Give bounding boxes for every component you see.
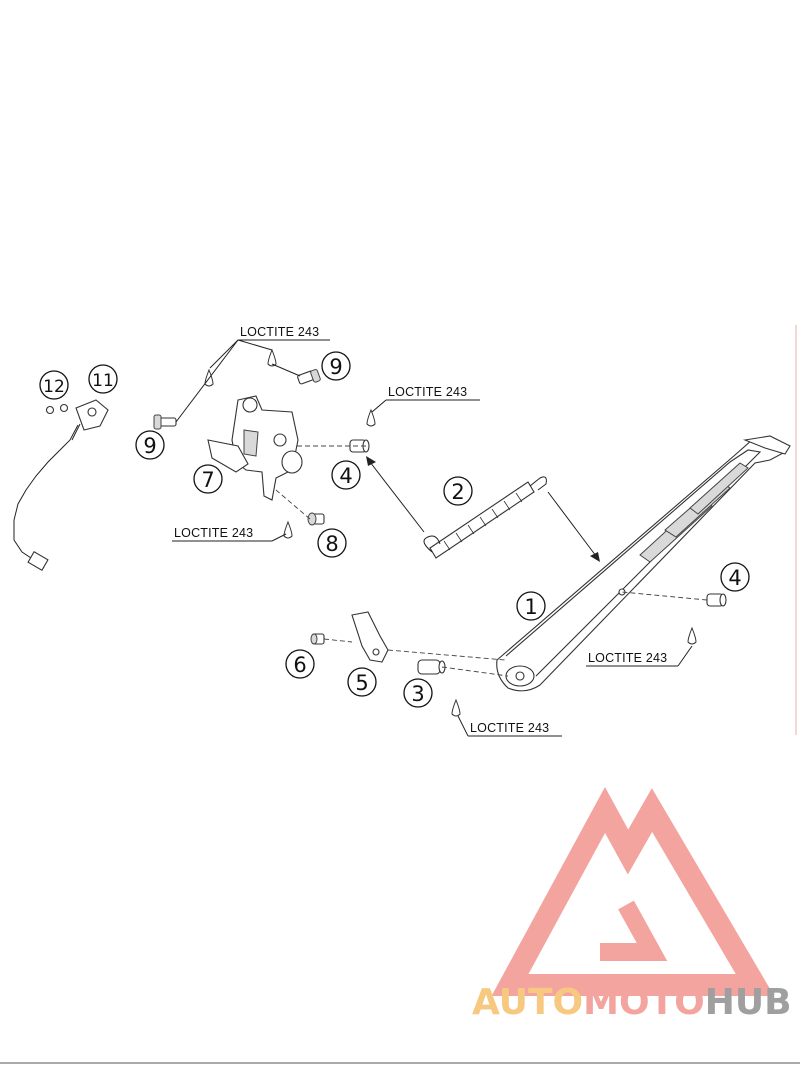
bolt-6: [310, 633, 325, 645]
callout-2: 2: [443, 476, 473, 506]
svg-text:9: 9: [143, 434, 156, 458]
drop-icon: [687, 626, 697, 645]
callout-5: 5: [347, 667, 377, 697]
callout-7: 7: [193, 464, 223, 494]
svg-text:12: 12: [43, 377, 65, 397]
bolt-9-top: [297, 369, 321, 385]
loctite-note-bottom: LOCTITE 243: [470, 721, 549, 735]
loctite-note-mid: LOCTITE 243: [388, 385, 467, 399]
bolt-9-left: [153, 414, 177, 430]
callout-6: 6: [285, 649, 315, 679]
bracket: [207, 395, 303, 501]
loctite-note-right: LOCTITE 243: [588, 651, 667, 665]
svg-text:7: 7: [201, 468, 214, 492]
spring: [423, 476, 547, 559]
drop-icon: [267, 348, 277, 367]
svg-text:4: 4: [339, 464, 352, 488]
callout-4-right: 4: [720, 562, 750, 592]
bushing-4-right: [706, 593, 727, 607]
svg-text:9: 9: [329, 355, 342, 379]
svg-text:2: 2: [451, 480, 464, 504]
callout-8: 8: [317, 528, 347, 558]
drop-icon: [451, 698, 461, 717]
drop-icon: [283, 520, 293, 539]
callout-9-top: 9: [321, 351, 351, 381]
loctite-note-top: LOCTITE 243: [240, 325, 319, 339]
logo-inner-icon: [600, 900, 668, 961]
callout-1: 1: [516, 591, 546, 621]
svg-text:6: 6: [293, 653, 306, 677]
callout-4-top: 4: [331, 460, 361, 490]
svg-text:3: 3: [411, 682, 424, 706]
side-stand: [496, 435, 791, 692]
logo-triangle-icon: [491, 787, 775, 996]
svg-text:8: 8: [325, 532, 338, 556]
bolt-3: [417, 659, 446, 675]
callout-9-left: 9: [135, 430, 165, 460]
bolt-8: [307, 512, 325, 526]
svg-text:5: 5: [355, 671, 368, 695]
callout-12: 12: [39, 370, 69, 400]
svg-text:1: 1: [524, 595, 537, 619]
callout-3: 3: [403, 678, 433, 708]
svg-text:11: 11: [92, 371, 114, 391]
drop-icon: [366, 408, 376, 427]
leader-lines: [172, 339, 708, 737]
svg-text:4: 4: [728, 566, 741, 590]
bushing-4-top: [349, 439, 370, 453]
logo-text: AUTOMOTOHUB: [472, 982, 792, 1023]
watermark-logo: AUTOMOTOHUB: [472, 787, 792, 1023]
loctite-note-left: LOCTITE 243: [174, 526, 253, 540]
plate-5: [351, 611, 389, 663]
sensor-cable: [13, 399, 109, 571]
callout-11: 11: [88, 364, 118, 394]
